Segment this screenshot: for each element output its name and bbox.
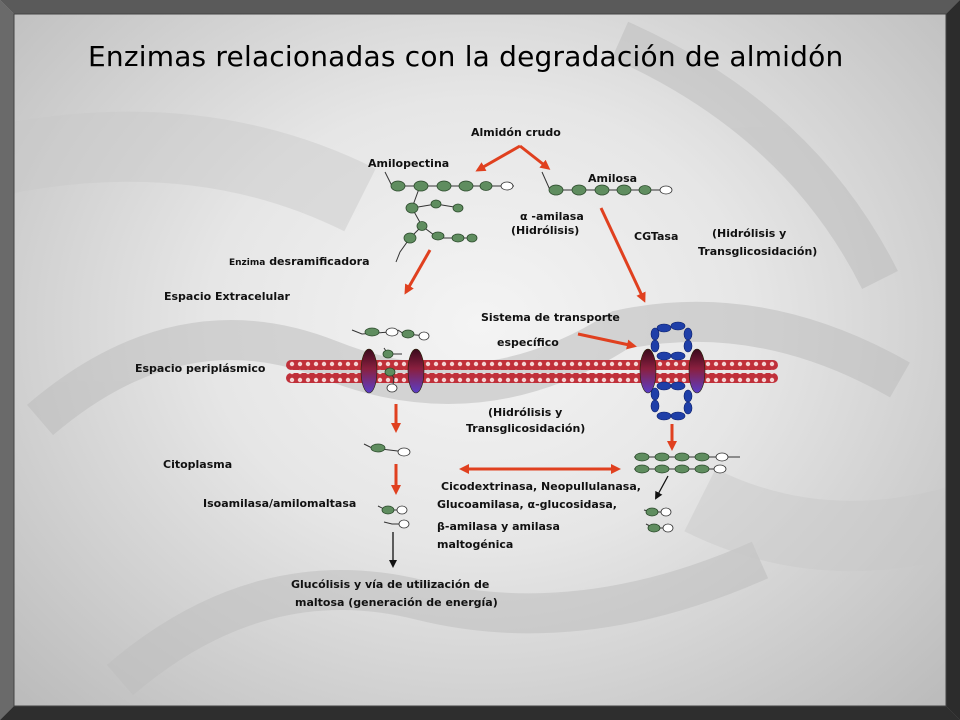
arrow-to-amilopectina [475, 144, 521, 172]
label-enzima-desramificadora: Enzima desramificadora [229, 255, 370, 268]
oligosaccharide-left-cytoplasm [363, 443, 411, 457]
label-hidrolisis-y-top: (Hidrólisis y [712, 227, 787, 240]
glucose-units-left [377, 505, 410, 529]
label-transglicosidacion-mid: Transglicosidación) [466, 422, 586, 435]
page-title: Enzimas relacionadas con la degradación … [88, 40, 844, 73]
cyclodextrin-ring-bottom [650, 381, 693, 421]
label-glucolisis-line-2: maltosa (generación de energía) [295, 596, 498, 609]
arrow-right-hydrolysis [655, 475, 669, 500]
arrow-transport [577, 332, 637, 350]
label-sistema-transporte: Sistema de transporte [481, 311, 620, 324]
label-almidon-crudo: Almidón crudo [471, 126, 561, 139]
label-alfa-amilasa: α -amilasa [520, 210, 584, 223]
label-enzimas-line-3: β-amilasa y amilasa [437, 520, 560, 533]
glucose-units-right [643, 507, 674, 533]
label-glucolisis-line-1: Glucólisis y vía de utilización de [291, 578, 490, 591]
arrow-cgtase [599, 207, 646, 303]
label-espacio-extracelular: Espacio Extracelular [164, 290, 290, 303]
label-amilosa: Amilosa [588, 172, 638, 185]
label-hidrolisis-y-mid: (Hidrólisis y [488, 406, 563, 419]
label-espacio-periplasmico: Espacio periplásmico [135, 362, 266, 375]
label-hidrolisis: (Hidrólisis) [511, 224, 580, 237]
cyclodextrin-ring-top [650, 321, 693, 361]
label-desramificadora: desramificadora [269, 255, 370, 268]
linear-chains-right-cytoplasm [634, 452, 740, 474]
arrow-debranching [404, 249, 432, 295]
label-enzimas-line-4: maltogénica [437, 538, 514, 551]
label-transglicosidacion-top: Transglicosidación) [698, 245, 818, 258]
label-especifico: específico [497, 336, 559, 349]
label-amilopectina: Amilopectina [368, 157, 450, 170]
label-enzimas-line-2: Glucoamilasa, α-glucosidasa, [437, 498, 617, 511]
label-isoamilasa: Isoamilasa/amilomaltasa [203, 497, 357, 510]
label-cgtasa: CGTasa [634, 230, 679, 243]
arrow-to-amilosa [519, 144, 551, 170]
label-citoplasma: Citoplasma [163, 458, 233, 471]
label-enzimas-line-1: Cicodextrinasa, Neopullulanasa, [441, 480, 641, 493]
label-enzima: Enzima [229, 258, 266, 268]
amilopectina-chain [384, 171, 514, 263]
